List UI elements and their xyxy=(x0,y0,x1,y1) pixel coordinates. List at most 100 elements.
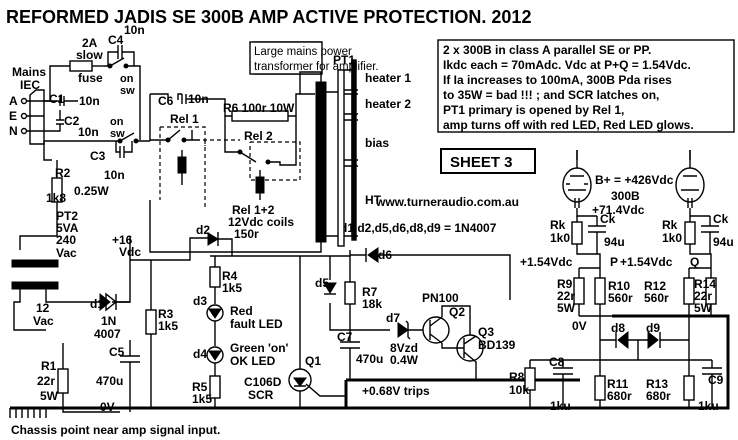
svg-text:C2: C2 xyxy=(64,114,80,128)
relay2-label: Rel 2 xyxy=(244,129,273,143)
svg-text:C5: C5 xyxy=(109,345,125,359)
info-line-4: to 35W = bad !!! ; and SCR latches on, xyxy=(443,88,659,102)
tube-1 xyxy=(562,167,592,203)
svg-text:BD139: BD139 xyxy=(478,338,516,352)
svg-text:22r: 22r xyxy=(557,289,575,303)
svg-text:C8: C8 xyxy=(549,355,565,369)
svg-text:1k0: 1k0 xyxy=(662,231,682,245)
info-line-5: PT1 primary is opened by Rel 1, xyxy=(443,103,624,117)
svg-text:1k5: 1k5 xyxy=(158,319,178,333)
svg-text:1ku: 1ku xyxy=(550,399,571,413)
svg-text:PT2: PT2 xyxy=(56,209,78,223)
svg-text:Green 'on': Green 'on' xyxy=(230,341,289,355)
svg-text:sw: sw xyxy=(110,128,125,140)
mains-note-line2: transformer for amplifier. xyxy=(254,61,379,73)
svg-text:d4: d4 xyxy=(193,347,207,361)
svg-text:d2: d2 xyxy=(196,223,210,237)
svg-text:470u: 470u xyxy=(356,352,383,366)
info-line-3: If Ia increases to 100mA, 300B Pda rises xyxy=(443,73,672,87)
svg-text:94u: 94u xyxy=(713,235,734,249)
svg-text:12Vdc coils: 12Vdc coils xyxy=(228,215,294,229)
svg-text:2A: 2A xyxy=(82,36,98,50)
svg-text:C7: C7 xyxy=(337,330,353,344)
svg-text:5W: 5W xyxy=(40,389,59,403)
mains-label: Mains xyxy=(12,65,46,79)
svg-text:C9: C9 xyxy=(708,373,724,387)
trip-voltage-label: +0.68V trips xyxy=(362,384,430,398)
svg-text:R14: R14 xyxy=(694,277,716,291)
active-label: A xyxy=(9,94,18,108)
svg-text:Ck: Ck xyxy=(713,212,729,226)
heater1-label: heater 1 xyxy=(365,71,411,85)
svg-text:R2: R2 xyxy=(55,166,71,180)
schematic-title: REFORMED JADIS SE 300B AMP ACTIVE PROTEC… xyxy=(6,7,531,27)
svg-text:R4: R4 xyxy=(222,269,238,283)
svg-text:240: 240 xyxy=(56,233,76,247)
svg-text:12: 12 xyxy=(36,301,50,315)
svg-text:OK LED: OK LED xyxy=(230,354,276,368)
svg-text:1k0: 1k0 xyxy=(550,231,570,245)
tube-2 xyxy=(675,167,705,203)
ht-label: HT xyxy=(365,193,382,207)
svg-text:on: on xyxy=(110,116,124,128)
info-line-6: amp turns off with red LED, Red LED glow… xyxy=(443,118,694,132)
svg-text:560r: 560r xyxy=(608,291,633,305)
svg-text:Q: Q xyxy=(690,255,699,269)
svg-text:on: on xyxy=(120,73,134,85)
svg-text:C1: C1 xyxy=(49,92,65,106)
svg-text:1k8: 1k8 xyxy=(46,191,66,205)
svg-text:C4: C4 xyxy=(108,33,124,47)
svg-text:PN100: PN100 xyxy=(422,291,459,305)
svg-text:R9: R9 xyxy=(557,277,573,291)
svg-text:R8: R8 xyxy=(509,370,525,384)
diode-list-label: d1,d2,d5,d6,d8,d9 = 1N4007 xyxy=(340,221,497,235)
svg-text:R3: R3 xyxy=(158,307,174,321)
svg-text:0.25W: 0.25W xyxy=(74,184,109,198)
pt1-label: PT1 xyxy=(333,53,355,67)
svg-text:94u: 94u xyxy=(604,235,625,249)
fuse xyxy=(69,60,93,72)
svg-text:+1.54Vdc: +1.54Vdc xyxy=(620,255,673,269)
svg-text:C6: C6 xyxy=(158,94,174,108)
svg-text:R1: R1 xyxy=(41,359,57,373)
svg-text:22r: 22r xyxy=(694,289,712,303)
svg-text:Rel 1+2: Rel 1+2 xyxy=(232,203,275,217)
svg-text:d3: d3 xyxy=(193,294,207,308)
neutral-label: N xyxy=(9,124,18,138)
svg-text:18k: 18k xyxy=(362,297,382,311)
svg-text:+1.54Vdc: +1.54Vdc xyxy=(520,255,573,269)
earth-label: E xyxy=(9,109,17,123)
svg-text:d1: d1 xyxy=(90,297,104,311)
svg-text:1k5: 1k5 xyxy=(192,392,212,406)
svg-text:+16: +16 xyxy=(112,233,133,247)
svg-text:5W: 5W xyxy=(694,301,713,315)
svg-text:150r: 150r xyxy=(234,227,259,241)
svg-text:Red: Red xyxy=(230,304,253,318)
mains-note-line1: Large mains power xyxy=(254,46,352,58)
svg-text:10n: 10n xyxy=(79,94,100,108)
svg-text:1ku: 1ku xyxy=(698,399,719,413)
svg-text:R11: R11 xyxy=(607,377,629,391)
svg-text:d9: d9 xyxy=(646,321,660,335)
svg-text:Vac: Vac xyxy=(56,246,77,260)
svg-text:R7: R7 xyxy=(362,285,378,299)
svg-text:d5: d5 xyxy=(315,276,329,290)
svg-text:R6 100r 10W: R6 100r 10W xyxy=(223,101,295,115)
svg-text:8Vzd: 8Vzd xyxy=(390,341,418,355)
b-plus-label: B+ = +426Vdc xyxy=(595,173,674,187)
svg-text:R12: R12 xyxy=(644,279,666,293)
svg-text:d6: d6 xyxy=(378,248,392,262)
svg-text:5VA: 5VA xyxy=(56,221,79,235)
info-line-1: 2 x 300B in class A parallel SE or PP. xyxy=(443,43,651,57)
svg-text:fuse: fuse xyxy=(78,71,103,85)
iec-label: IEC xyxy=(20,78,40,92)
svg-text:10n: 10n xyxy=(78,125,99,139)
svg-text:d8: d8 xyxy=(611,321,625,335)
svg-text:Q1: Q1 xyxy=(305,354,321,368)
svg-text:10k: 10k xyxy=(509,383,529,397)
svg-text:560r: 560r xyxy=(644,291,669,305)
svg-text:0V: 0V xyxy=(572,319,587,333)
relay1-label: Rel 1 xyxy=(170,112,199,126)
svg-text:1N: 1N xyxy=(101,314,116,328)
